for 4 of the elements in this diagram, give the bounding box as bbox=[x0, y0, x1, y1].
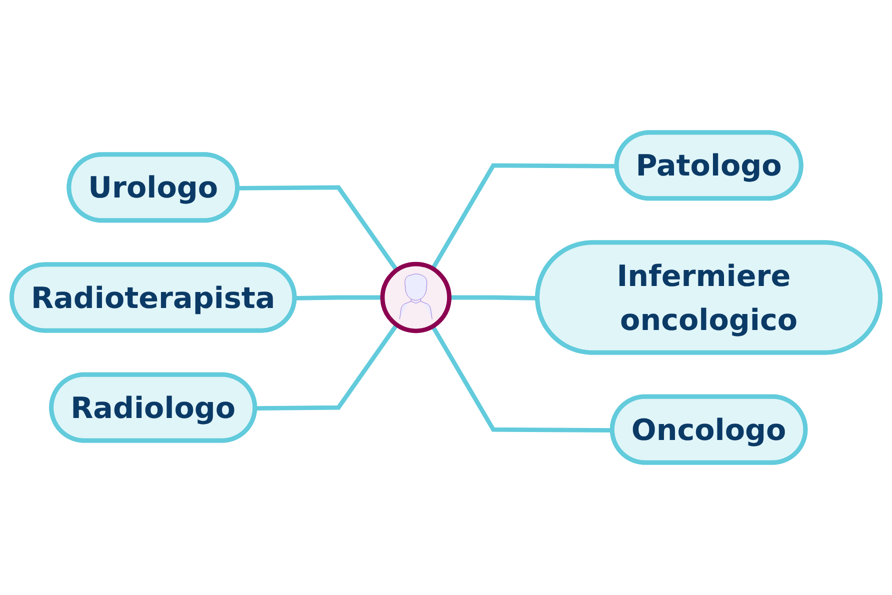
connector bbox=[295, 295, 382, 300]
connector bbox=[256, 324, 398, 410]
node-circle bbox=[380, 262, 452, 334]
connector bbox=[238, 185, 398, 272]
